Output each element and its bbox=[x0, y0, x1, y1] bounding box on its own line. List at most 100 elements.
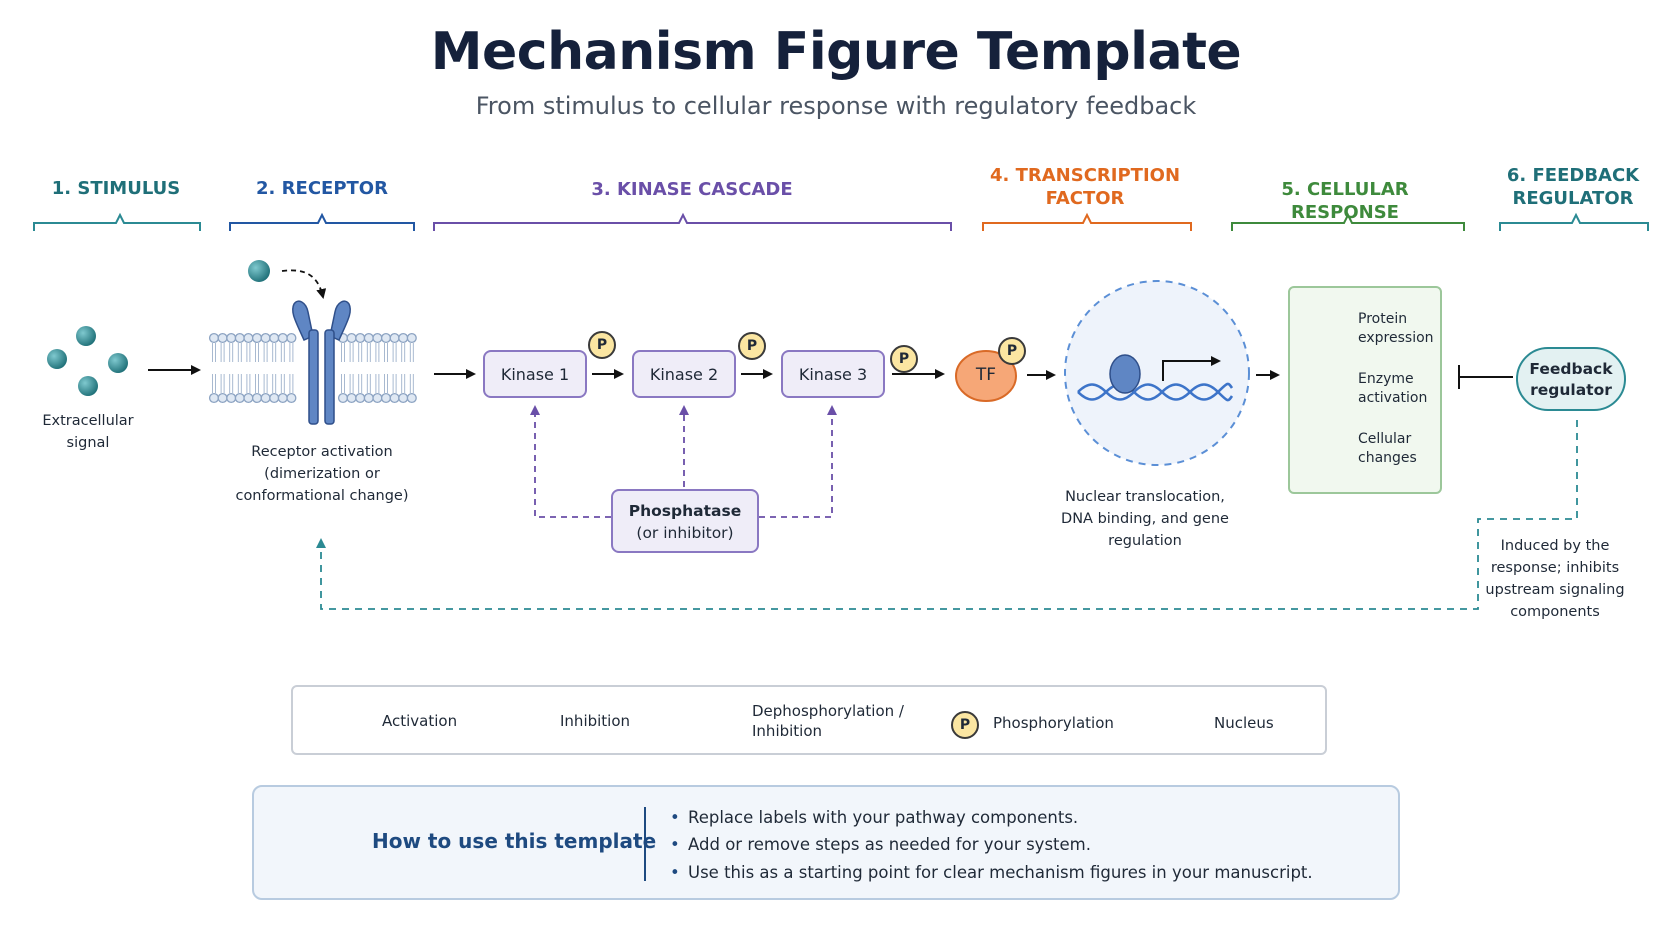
phospho-badge-kinase1: P bbox=[588, 331, 616, 359]
howto-tip: Use this as a starting point for clear m… bbox=[670, 863, 1313, 882]
lipid-tail bbox=[358, 374, 363, 393]
lipid-head bbox=[380, 392, 392, 404]
legend: Activation Inhibition Dephosphorylation … bbox=[291, 685, 1327, 755]
phospho-badge-kinase3: P bbox=[890, 345, 918, 373]
lipid-head bbox=[355, 392, 366, 404]
legend-phospho-badge: P bbox=[951, 711, 979, 739]
lipid-tail bbox=[409, 374, 414, 393]
lipid-head bbox=[389, 332, 400, 344]
stage-header-receptor: 2. RECEPTOR bbox=[256, 178, 388, 199]
lipid-head bbox=[226, 392, 237, 404]
lipid-tail bbox=[384, 374, 388, 393]
stage-header-transcription-factor: 4. TRANSCRIPTION FACTOR bbox=[989, 165, 1181, 209]
lipid-tail bbox=[375, 343, 380, 362]
phosphatase-note: (or inhibitor) bbox=[636, 524, 734, 542]
lipid-head bbox=[277, 332, 288, 344]
stage-header-feedback-regulator: 6. FEEDBACK REGULATOR bbox=[1506, 165, 1640, 209]
cellular-response-box: Protein expression Enzyme activation Cel… bbox=[1288, 286, 1442, 494]
lipid-head bbox=[398, 392, 409, 404]
lipid-tail bbox=[220, 374, 225, 393]
howto-tip: Add or remove steps as needed for your s… bbox=[670, 835, 1091, 854]
lipid-tail bbox=[229, 343, 234, 362]
lipid-head bbox=[208, 332, 220, 344]
stage-header-kinase-cascade: 3. KINASE CASCADE bbox=[591, 179, 793, 200]
lipid-head bbox=[372, 392, 383, 404]
lipid-head bbox=[251, 332, 263, 344]
howto-title: How to use this template bbox=[372, 829, 657, 853]
lipid-tail bbox=[289, 374, 294, 393]
kinase-2-node: Kinase 2 bbox=[632, 350, 736, 398]
phosphatase-name: Phosphatase bbox=[628, 502, 742, 520]
response-protein-expression: Protein expression bbox=[1358, 311, 1434, 346]
lipid-head bbox=[355, 332, 366, 344]
lipid-head bbox=[389, 392, 400, 404]
stimulus-label: Extracellular signal bbox=[42, 413, 134, 451]
lipid-head bbox=[217, 332, 228, 344]
phospho-badge-kinase2: P bbox=[738, 332, 766, 360]
lipid-head bbox=[217, 392, 228, 404]
lipid-head bbox=[380, 332, 392, 344]
howto-divider bbox=[644, 807, 646, 881]
kinase-3-node: Kinase 3 bbox=[781, 350, 885, 398]
feedback-note: Induced by the response; inhibits upstre… bbox=[1485, 538, 1625, 620]
lipid-tail bbox=[272, 374, 277, 393]
lipid-tail bbox=[341, 343, 345, 362]
stage-brackets bbox=[33, 212, 1649, 231]
nucleus-icon bbox=[1064, 280, 1250, 466]
dna-icon bbox=[1077, 382, 1234, 402]
lipid-head bbox=[243, 332, 254, 344]
lipid-tail bbox=[263, 343, 268, 362]
lipid-head bbox=[243, 392, 254, 404]
page-title: Mechanism Figure Template bbox=[430, 22, 1242, 82]
lipid-tail bbox=[289, 343, 294, 362]
membrane-icon bbox=[208, 332, 417, 404]
lipid-head bbox=[286, 392, 297, 404]
lipid-tail bbox=[212, 374, 216, 393]
legend-nucleus-label: Nucleus bbox=[1214, 714, 1274, 732]
lipid-head bbox=[398, 332, 409, 344]
lipid-head bbox=[406, 332, 417, 344]
nucleus-label: Nuclear translocation, DNA binding, and … bbox=[1061, 489, 1229, 549]
lipid-head bbox=[346, 392, 357, 404]
lipid-tail bbox=[358, 343, 363, 362]
lipid-head bbox=[234, 332, 245, 344]
lipid-tail bbox=[392, 343, 397, 362]
lipid-tail bbox=[229, 374, 234, 393]
lipid-head bbox=[286, 332, 297, 344]
lipid-head bbox=[363, 392, 374, 404]
lipid-head bbox=[269, 332, 280, 344]
page-subtitle: From stimulus to cellular response with … bbox=[475, 92, 1197, 120]
howto-tip: Replace labels with your pathway compone… bbox=[670, 808, 1078, 827]
inhibition-response-to-feedback bbox=[1458, 365, 1513, 389]
lipid-head bbox=[226, 332, 237, 344]
lipid-tail bbox=[349, 374, 354, 393]
legend-activation-label: Activation bbox=[382, 712, 458, 730]
lipid-head bbox=[251, 392, 263, 404]
lipid-tail bbox=[220, 343, 225, 362]
lipid-tail bbox=[280, 374, 285, 393]
lipid-head bbox=[337, 392, 349, 404]
howto-panel: How to use this template Replace labels … bbox=[252, 785, 1400, 900]
lipid-tail bbox=[375, 374, 380, 393]
lipid-tail bbox=[384, 343, 388, 362]
feedback-loop-line bbox=[316, 420, 1578, 610]
lipid-tail bbox=[255, 343, 259, 362]
phospho-badge-tf: P bbox=[998, 337, 1026, 365]
legend-dephosphorylation-label: Dephosphorylation / Inhibition bbox=[752, 702, 904, 740]
lipid-tail bbox=[401, 343, 406, 362]
lipid-head bbox=[406, 392, 417, 404]
lipid-head bbox=[234, 392, 245, 404]
legend-phosphorylation-label: Phosphorylation bbox=[993, 714, 1114, 732]
phosphatase-node: Phosphatase (or inhibitor) bbox=[611, 489, 759, 553]
lipid-tail bbox=[366, 343, 371, 362]
lipid-tail bbox=[255, 374, 259, 393]
lipid-tail bbox=[349, 343, 354, 362]
stage-header-cellular-response: 5. CELLULAR RESPONSE bbox=[1281, 179, 1409, 223]
lipid-tail bbox=[409, 343, 414, 362]
lipid-head bbox=[277, 392, 288, 404]
bound-tf-icon bbox=[1109, 354, 1141, 394]
receptor-icon bbox=[292, 300, 351, 425]
tf-node bbox=[955, 350, 1017, 402]
signal-molecules-icon bbox=[47, 326, 128, 396]
lipid-head bbox=[363, 332, 374, 344]
